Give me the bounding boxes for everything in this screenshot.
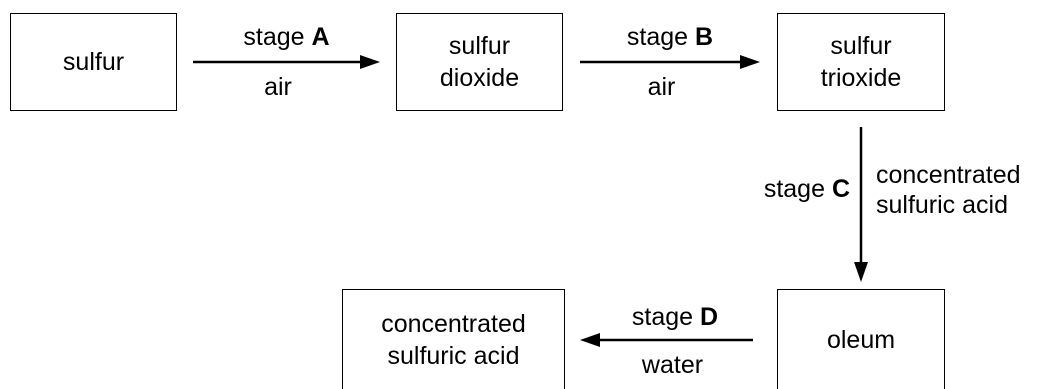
node-sulfur-trioxide: sulfur trioxide [777, 13, 945, 111]
stage-b-reagent: air [580, 72, 743, 102]
stage-b-label: stage B [580, 22, 760, 52]
stage-a-reagent-line-1: air [264, 73, 292, 101]
arrow-stage-a [193, 55, 380, 69]
node-sulfur-trioxide-line-1: sulfur [830, 32, 892, 60]
stage-a-reagent: air [193, 72, 363, 102]
stage-b-prefix: stage [626, 23, 689, 51]
arrow-stage-b [580, 55, 760, 69]
node-conc-acid-line-2: sulfuric acid [387, 341, 520, 370]
stage-c-reagent: concentrated sulfuric acid [876, 160, 1046, 220]
stage-a-letter: A [311, 23, 330, 51]
stage-c-reagent-line-1: concentrated [876, 161, 1021, 189]
stage-c-reagent-line-2: sulfuric acid [876, 191, 1008, 219]
stage-d-reagent: water [590, 350, 755, 380]
stage-b-letter: B [695, 23, 714, 51]
stage-a-prefix: stage [243, 23, 305, 51]
node-sulfur-trioxide-line-2: trioxide [820, 64, 902, 92]
stage-b-reagent-line-1: air [647, 73, 676, 101]
node-conc-acid-line-1: concentrated [381, 309, 526, 338]
node-sulfur-dioxide-line-2: dioxide [439, 64, 520, 92]
stage-d-letter: D [700, 303, 719, 331]
stage-c-prefix: stage [763, 175, 825, 203]
node-sulfur: sulfur [10, 13, 177, 111]
arrow-stage-c [854, 127, 868, 282]
stage-d-reagent-line-1: water [641, 351, 704, 379]
stage-d-prefix: stage [631, 303, 694, 331]
arrow-stage-d [580, 333, 753, 347]
node-oleum: oleum [777, 289, 945, 389]
stage-c-label: stage C [744, 174, 850, 204]
node-sulfur-line-1: sulfur [62, 48, 125, 76]
node-sulfur-dioxide: sulfur dioxide [396, 13, 563, 111]
node-oleum-line-1: oleum [826, 325, 896, 354]
stage-d-label: stage D [580, 302, 770, 332]
node-concentrated-sulfuric-acid: concentrated sulfuric acid [342, 289, 565, 389]
stage-c-letter: C [831, 175, 850, 203]
node-sulfur-dioxide-line-1: sulfur [448, 32, 511, 60]
stage-a-label: stage A [193, 22, 380, 52]
